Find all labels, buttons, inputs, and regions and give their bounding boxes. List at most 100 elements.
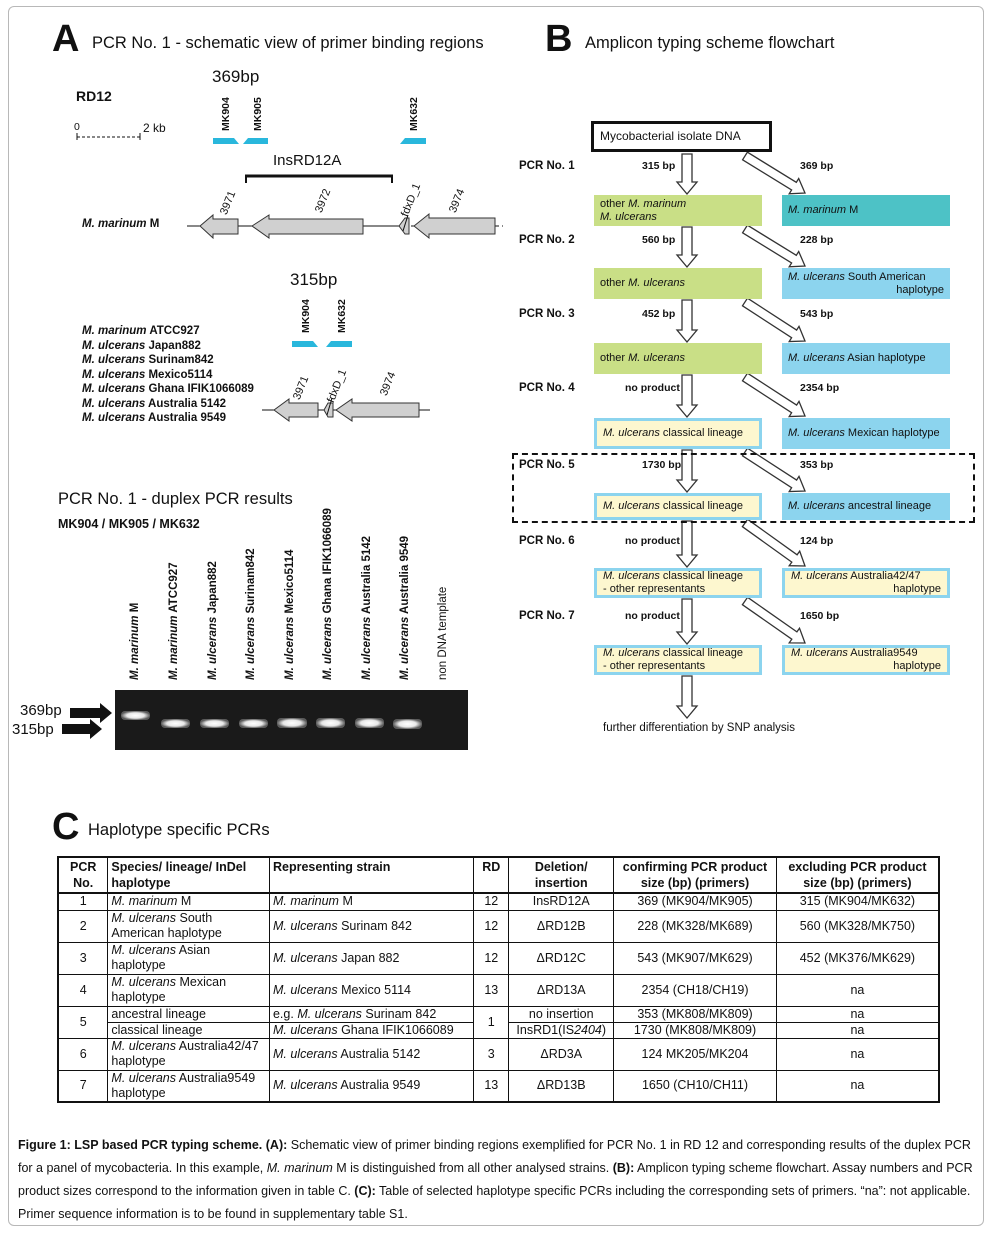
gel-title: PCR No. 1 - duplex PCR results xyxy=(58,490,293,508)
table-cell: 1 xyxy=(57,892,109,911)
panel-b-letter: B xyxy=(545,18,573,60)
flow-pcr-label: PCR No. 1 xyxy=(519,160,575,172)
flow-left-product: 560 bp xyxy=(642,234,676,246)
header-rd: RD xyxy=(473,856,510,894)
panel-a-title: PCR No. 1 - schematic view of primer bin… xyxy=(92,34,484,52)
flow-right-product: 369 bp xyxy=(800,160,834,172)
gene-arrow-fdxd-top xyxy=(398,217,410,235)
table-cell: 124 MK205/MK204 xyxy=(613,1037,777,1071)
table-cell: M. ulcerans Surinam 842 xyxy=(268,909,475,943)
lane-label: M. ulcerans Surinam842 xyxy=(245,548,257,680)
strain-item: M. ulcerans Australia 5142 xyxy=(82,397,227,410)
lane-label: M. ulcerans Japan882 xyxy=(207,561,219,680)
pcr5-highlight xyxy=(512,453,975,523)
flow-arrow-down xyxy=(675,299,699,344)
header-confirming: confirming PCR product size (bp) (primer… xyxy=(613,856,777,894)
flow-left-product: no product xyxy=(625,382,680,394)
flow-right-product: 1650 bp xyxy=(800,610,840,622)
lane-label: M. ulcerans Ghana IFIK1066089 xyxy=(322,508,334,680)
table-cell: 2354 (CH18/CH19) xyxy=(613,973,777,1007)
insertion-label: InsRD12A xyxy=(273,152,342,169)
flow-box-left: other M. ulcerans xyxy=(594,343,762,374)
flow-box-left: M. ulcerans classical lineage- other rep… xyxy=(594,568,762,598)
table-cell: na xyxy=(775,1037,940,1071)
flow-pcr-label: PCR No. 4 xyxy=(519,382,575,394)
primer-label-mk632-bottom: MK632 xyxy=(336,299,348,333)
marker-arrow-315 xyxy=(62,719,102,739)
gel-band-lane-3 xyxy=(200,719,229,728)
panel-c-title: Haplotype specific PCRs xyxy=(88,821,270,839)
flow-pcr-label: PCR No. 2 xyxy=(519,234,575,246)
table-cell: 1650 (CH10/CH11) xyxy=(613,1069,777,1103)
flow-box-left: other M. ulcerans xyxy=(594,268,762,299)
flow-pcr-label: PCR No. 5 xyxy=(519,459,575,471)
gel-band-lane-7 xyxy=(355,718,384,728)
flow-box-right: M. ulcerans Asian haplotype xyxy=(782,343,950,374)
flow-box-right: M. ulcerans ancestral lineage xyxy=(782,493,950,520)
gel-band-lane-6 xyxy=(316,718,345,728)
table-cell: 12 xyxy=(473,941,510,975)
table-cell: ΔRD13A xyxy=(508,973,615,1007)
gel-band-lane-4 xyxy=(239,719,268,728)
flow-arrow-diagonal xyxy=(741,518,806,567)
table-cell: ΔRD12C xyxy=(508,941,615,975)
flow-box-left: M. ulcerans classical lineage xyxy=(594,418,762,449)
table-cell: M. ulcerans Ghana IFIK1066089 xyxy=(268,1021,475,1039)
flow-right-product: 124 bp xyxy=(800,535,834,547)
table-cell: ΔRD3A xyxy=(508,1037,615,1071)
flow-left-product: 315 bp xyxy=(642,160,676,172)
lane-label: M. ulcerans Mexico5114 xyxy=(284,549,296,680)
header-excluding: excluding PCR product size (bp) (primers… xyxy=(775,856,940,894)
gene-arrow-3971-top xyxy=(199,213,239,240)
table-cell: 353 (MK808/MK809) xyxy=(613,1005,777,1023)
table-cell: M. ulcerans Australia 9549 xyxy=(268,1069,475,1103)
table-cell: 2 xyxy=(57,909,109,943)
flowchart-arrows xyxy=(675,151,806,720)
primer-label-mk904-bottom: MK904 xyxy=(300,299,312,333)
flow-arrow-down xyxy=(675,374,699,419)
flow-left-product: no product xyxy=(625,535,680,547)
strain-item: M. ulcerans Surinam842 xyxy=(82,354,214,366)
table-cell: 228 (MK328/MK689) xyxy=(613,909,777,943)
table-cell: no insertion xyxy=(508,1005,615,1023)
gene-arrow-3972-top xyxy=(251,214,364,239)
gel-band-lane-2 xyxy=(161,719,190,728)
table-cell: M. ulcerans Mexico 5114 xyxy=(268,973,475,1007)
table-header-row: PCR No. Species/ lineage/ InDel haplotyp… xyxy=(57,856,940,894)
gel-marker-369: 369bp xyxy=(20,702,62,719)
lane-label: non DNA template xyxy=(437,586,449,680)
marker-arrow-369 xyxy=(70,703,112,723)
table-cell: 452 (MK376/MK629) xyxy=(775,941,940,975)
table-cell: 13 xyxy=(473,1069,510,1103)
table-cell: classical lineage xyxy=(107,1021,270,1039)
primer-arrow-mk904-bottom xyxy=(292,341,318,347)
bottom-amplicon-size: 315bp xyxy=(290,270,338,289)
table-cell: InsRD12A xyxy=(508,892,615,911)
flow-left-product: no product xyxy=(625,610,680,622)
table-cell: 315 (MK904/MK632) xyxy=(775,892,940,911)
flow-end-label: further differentiation by SNP analysis xyxy=(603,722,795,734)
flow-arrow-diagonal xyxy=(741,596,806,644)
table-cell: 3 xyxy=(473,1037,510,1071)
flow-arrow-down xyxy=(675,226,699,269)
panel-c-letter: C xyxy=(52,806,80,848)
table-cell: M. ulcerans South American haplotype xyxy=(107,909,270,943)
gel-band-lane-5 xyxy=(277,718,307,728)
flow-pcr-label: PCR No. 6 xyxy=(519,535,575,547)
flow-arrow-diagonal xyxy=(741,151,806,195)
flow-arrow-down xyxy=(675,598,699,646)
gene-arrow-3974-bottom xyxy=(335,398,420,422)
flow-arrow-down xyxy=(675,153,699,196)
flow-arrow-diagonal xyxy=(741,224,806,268)
top-amplicon-size: 369bp xyxy=(212,67,260,86)
table-cell: 12 xyxy=(473,909,510,943)
strain-item: M. ulcerans Japan882 xyxy=(82,339,201,352)
table-cell: 560 (MK328/MK750) xyxy=(775,909,940,943)
gel-band-lane-1 xyxy=(121,711,150,720)
